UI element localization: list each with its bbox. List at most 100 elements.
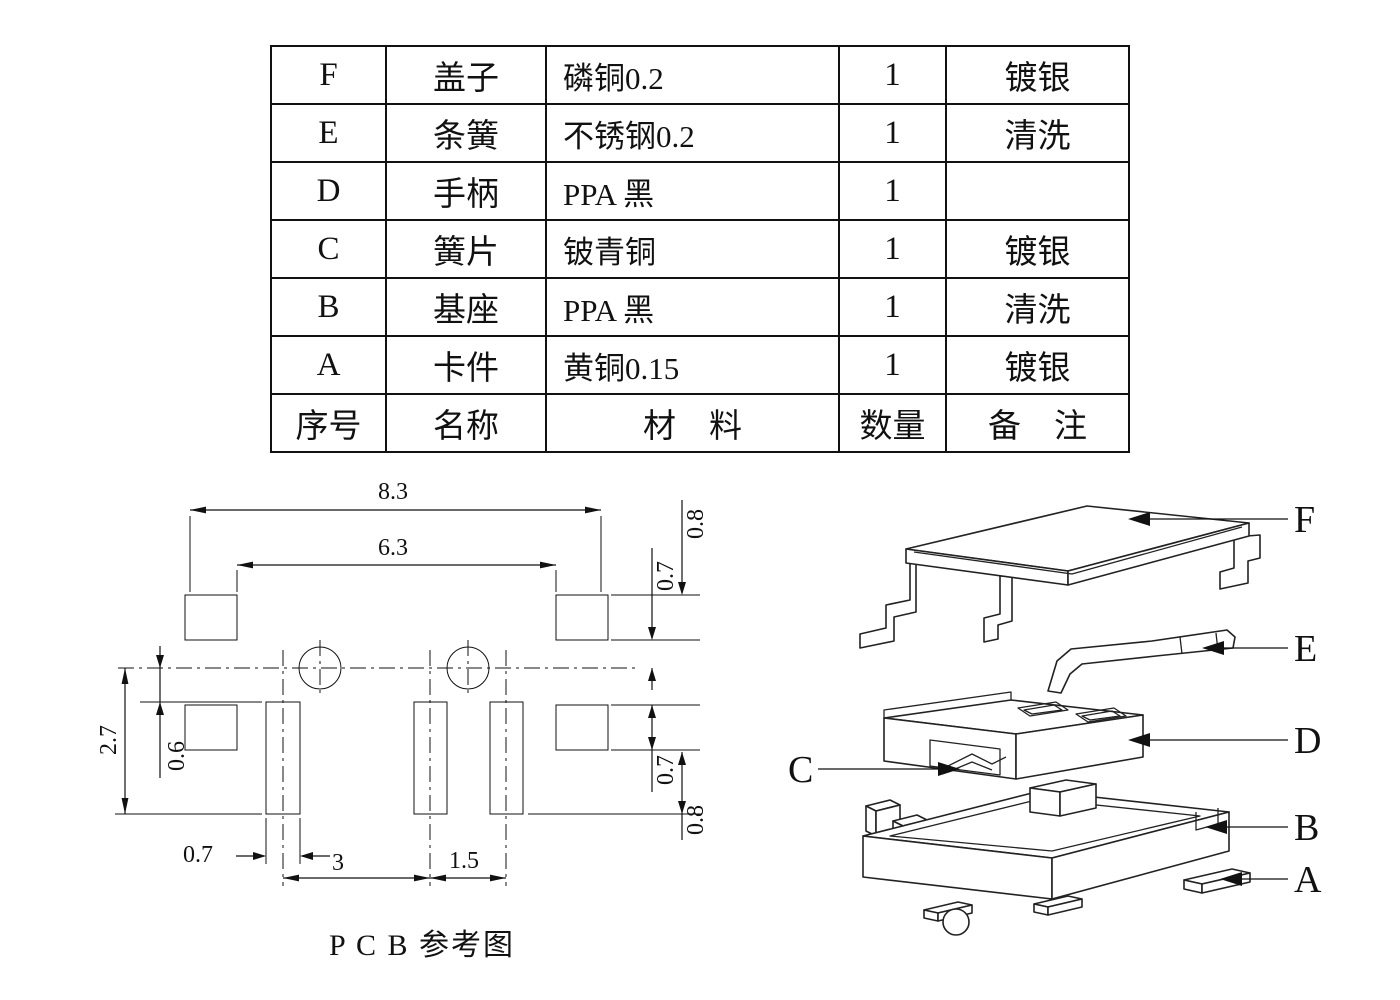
part-b-base [862, 779, 1230, 936]
dim-arrow [156, 702, 164, 715]
bom-header-no: 序号 [270, 393, 387, 453]
bom-row-a: A 卡件 黄铜0.15 1 镀银 [270, 335, 1130, 395]
bom-cell-material: 黄铜0.15 [545, 335, 840, 395]
bom-cell-qty: 1 [838, 45, 947, 105]
bom-cell-no: B [270, 277, 387, 337]
cover-right-hook [1219, 534, 1261, 590]
bom-cell-note: 镀银 [945, 335, 1130, 395]
part-label-f: F [1294, 499, 1315, 541]
bom-header-name: 名称 [385, 393, 547, 453]
dim-arrow [648, 705, 656, 718]
base-round-boss [942, 908, 970, 936]
handle-opening-1-inner [1023, 704, 1063, 715]
bom-cell-name: 手柄 [385, 161, 547, 221]
bom-cell-material: 铍青铜 [545, 219, 840, 279]
cover-rim-line [913, 526, 1243, 575]
base-left-tab-front [865, 805, 877, 837]
cover-left-clip [859, 559, 917, 649]
leader-arrow-a [1220, 872, 1242, 886]
pcb-pad-top-left [184, 594, 238, 641]
pcb-caption: P C B 参考图 [329, 929, 515, 962]
dim-arrow [300, 852, 313, 860]
bom-row-c: C 簧片 铍青铜 1 镀银 [270, 219, 1130, 279]
bom-cell-material: 不锈钢0.2 [545, 103, 840, 163]
bom-cell-note [945, 161, 1130, 221]
bom-cell-note: 镀银 [945, 219, 1130, 279]
dim-text-right-bottom-a: 0.7 [653, 755, 679, 785]
base-side-face [1051, 811, 1230, 900]
bom-cell-note: 清洗 [945, 103, 1130, 163]
bom-cell-qty: 1 [838, 277, 947, 337]
bom-cell-name: 卡件 [385, 335, 547, 395]
bom-cell-name: 盖子 [385, 45, 547, 105]
dim-arrow [678, 801, 686, 814]
part-label-c: C [788, 749, 813, 791]
spring-contact-line [947, 753, 1007, 767]
cover-mid-clip [983, 575, 1013, 643]
pcb-pad-mid-right [555, 704, 609, 751]
pcb-pad-top-right [555, 594, 609, 641]
dim-text-pad-width: 0.7 [183, 842, 213, 868]
pcb-pad-mid-left [184, 704, 238, 751]
dim-text-inner-width: 6.3 [378, 535, 408, 561]
bom-cell-qty: 1 [838, 103, 947, 163]
base-post-front [1029, 787, 1061, 817]
bom-cell-no: A [270, 335, 387, 395]
leader-arrow-f [1128, 512, 1150, 526]
bom-cell-qty: 1 [838, 335, 947, 395]
bom-header-qty: 数量 [838, 393, 947, 453]
leader-arrow-c [938, 762, 960, 776]
base-cavity [889, 798, 1201, 852]
dim-text-pitch-b: 1.5 [449, 848, 479, 874]
pcb-reference-drawing: 8.3 6.3 2.7 0.6 0.8 0.7 0.7 0.8 [96, 479, 709, 962]
part-f-cover [859, 505, 1261, 649]
bom-cell-name: 基座 [385, 277, 547, 337]
bom-row-e: E 条簧 不锈钢0.2 1 清洗 [270, 103, 1130, 163]
bom-header-note: 备 注 [945, 393, 1130, 453]
part-label-b: B [1294, 807, 1319, 849]
bom-row-f: F 盖子 磷铜0.2 1 镀银 [270, 45, 1130, 105]
leader-arrow-e [1202, 641, 1224, 655]
bom-row-b: B 基座 PPA 黑 1 清洗 [270, 277, 1130, 337]
part-label-d: D [1294, 720, 1321, 762]
dim-text-left-height: 2.7 [96, 725, 122, 755]
bom-cell-note: 镀银 [945, 45, 1130, 105]
bom-cell-material: 磷铜0.2 [545, 45, 840, 105]
base-foot2-side [1047, 898, 1083, 916]
handle-opening-2 [1075, 707, 1127, 723]
bom-cell-no: D [270, 161, 387, 221]
dim-arrow [678, 752, 686, 765]
dim-text-overall-width: 8.3 [378, 479, 408, 505]
dim-arrow [648, 737, 656, 750]
bom-cell-no: E [270, 103, 387, 163]
bom-row-d: D 手柄 PPA 黑 1 [270, 161, 1130, 221]
handle-front-window [929, 739, 1001, 776]
handle-opening-1 [1017, 701, 1069, 717]
part-d-handle [883, 691, 1144, 780]
part-label-e: E [1294, 628, 1317, 670]
bom-cell-qty: 1 [838, 161, 947, 221]
dim-text-left-offset: 0.6 [164, 741, 190, 771]
bom-cell-name: 条簧 [385, 103, 547, 163]
dim-arrow [648, 627, 656, 640]
leader-arrow-b [1205, 820, 1227, 834]
bom-header-row: 序号 名称 材 料 数量 备 注 [270, 393, 1130, 453]
handle-back-wall [883, 691, 1012, 718]
base-post-side [1059, 783, 1097, 817]
bom-cell-no: F [270, 45, 387, 105]
part-e-strip [1047, 629, 1236, 694]
part-labels: F E D B A C [788, 499, 1322, 901]
handle-side-face [1015, 714, 1144, 780]
exploded-view: F E D B A C [788, 499, 1322, 936]
dim-text-right-top-a: 0.8 [683, 509, 709, 539]
dim-text-pitch-a: 3 [332, 850, 344, 876]
dim-arrow [253, 852, 266, 860]
dim-text-right-top-b: 0.7 [653, 561, 679, 591]
cover-side-face [1067, 522, 1250, 586]
bom-cell-no: C [270, 219, 387, 279]
bom-table: F 盖子 磷铜0.2 1 镀银 E 条簧 不锈钢0.2 1 清洗 D 手柄 PP… [270, 45, 1130, 453]
strip-notch [1179, 636, 1183, 655]
bom-cell-name: 簧片 [385, 219, 547, 279]
